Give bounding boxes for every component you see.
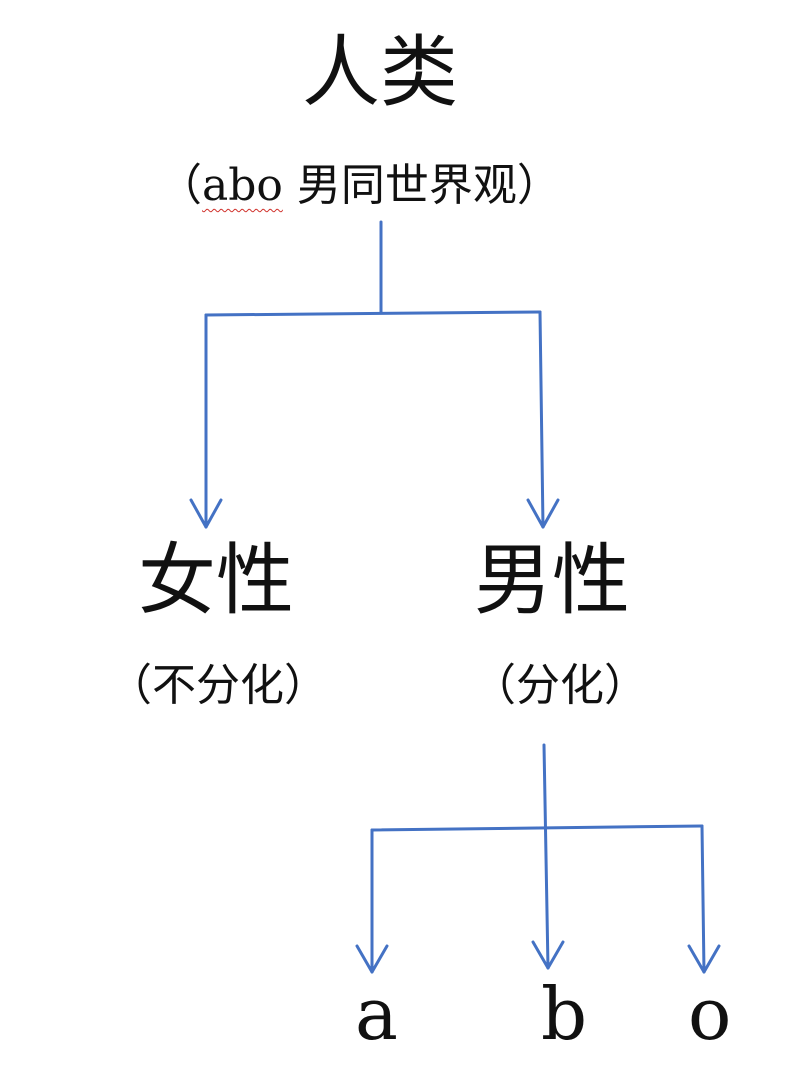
leaf-b: b bbox=[541, 972, 588, 1056]
male-arrowhead bbox=[526, 498, 560, 529]
leaf-a-arrowhead bbox=[355, 944, 389, 974]
root-subtitle: （abo 男同世界观） bbox=[158, 164, 561, 208]
leaf-o-drop-line bbox=[700, 824, 706, 974]
female-title: 女性 bbox=[138, 536, 295, 626]
male-drop-line bbox=[538, 310, 545, 529]
male-title: 男性 bbox=[474, 536, 631, 626]
root-subtitle-open: （ bbox=[158, 160, 202, 211]
female-arrowhead bbox=[189, 498, 223, 529]
root-subtitle-rest: 男同世界观） bbox=[282, 160, 561, 211]
male-subtitle: （分化） bbox=[472, 660, 648, 711]
male-branch-line bbox=[370, 824, 704, 832]
root-subtitle-abo: abo bbox=[202, 160, 283, 211]
root-branch-line bbox=[204, 310, 542, 317]
female-subtitle: （不分化） bbox=[108, 660, 328, 711]
leaf-o: o bbox=[688, 972, 732, 1056]
leaf-b-arrowhead bbox=[531, 940, 565, 970]
root-title: 人类 bbox=[302, 28, 459, 118]
male-stem-line bbox=[542, 743, 550, 970]
leaf-o-arrowhead bbox=[687, 944, 721, 974]
leaf-a: a bbox=[355, 972, 398, 1056]
